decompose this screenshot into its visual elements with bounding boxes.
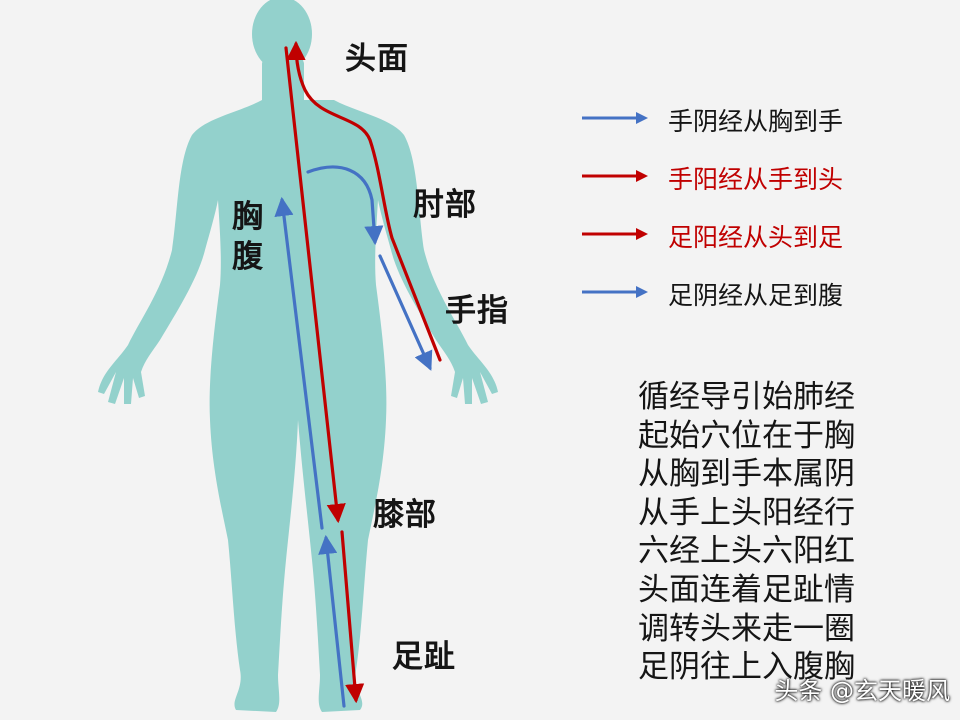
- meridian-lines: [274, 40, 442, 708]
- label-fingers: 手指: [445, 293, 509, 329]
- legend-item-foot-yang: 足阳经从头到足: [580, 218, 900, 258]
- watermark: 头条 @玄天暖风: [774, 677, 950, 705]
- poem-line: 从手上头阳经行: [638, 494, 855, 531]
- poem-line: 头面连着足趾情: [638, 571, 855, 608]
- legend-text: 手阴经从胸到手: [668, 107, 844, 136]
- foot-yin-line-lower: [318, 534, 346, 708]
- poem-line: 起始穴位在于胸: [638, 417, 855, 454]
- label-abdomen: 腹: [232, 239, 264, 275]
- foot-yang-line-upper: [284, 46, 346, 524]
- poem-line: 从胸到手本属阴: [638, 456, 855, 493]
- label-chest: 胸: [232, 199, 264, 235]
- poem-line: 足阴往上入腹胸: [638, 649, 855, 686]
- hand-yin-line-upper: [306, 165, 384, 246]
- legend-arrow-icon: [582, 228, 648, 240]
- legend-text: 足阳经从头到足: [668, 223, 844, 252]
- legend-arrow-icon: [582, 112, 648, 124]
- poem-line: 循经导引始肺经: [638, 379, 855, 415]
- legend-item-hand-yang: 手阳经从手到头: [580, 160, 900, 200]
- poem-line: 六经上头六阳红: [638, 533, 855, 570]
- label-knee: 膝部: [373, 497, 437, 533]
- label-head-face: 头面: [345, 41, 409, 77]
- label-elbow: 肘部: [413, 187, 477, 223]
- legend-text: 足阴经从足到腹: [668, 281, 844, 310]
- legend-text: 手阳经从手到头: [668, 165, 844, 194]
- label-toes: 足趾: [392, 639, 456, 675]
- foot-yin-line-upper: [274, 196, 324, 530]
- legend-item-foot-yin: 足阴经从足到腹: [580, 276, 900, 316]
- hand-yin-line-lower: [378, 254, 433, 371]
- legend-arrow-icon: [582, 286, 648, 298]
- foot-yang-line-lower: [340, 530, 365, 704]
- hand-yang-line: [286, 40, 442, 362]
- poem: 循经导引始肺经 起始穴位在于胸 从胸到手本属阴 从手上头阳经行 六经上头六阳红 …: [638, 378, 948, 687]
- legend-arrow-icon: [582, 170, 648, 182]
- legend-item-hand-yin: 手阴经从胸到手: [580, 102, 900, 142]
- poem-line: 调转头来走一圈: [638, 610, 855, 647]
